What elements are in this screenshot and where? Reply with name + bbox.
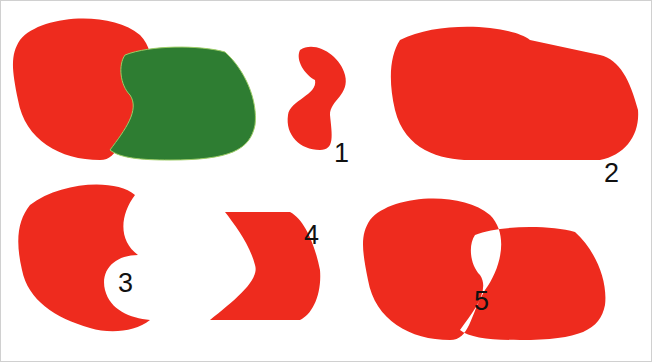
callout-number: 2: [604, 160, 619, 187]
xor-shape: [363, 199, 605, 340]
callout-number: 1: [334, 140, 349, 167]
callout-number: 3: [118, 270, 133, 297]
intersection-shape: [288, 47, 346, 150]
shape-b: [110, 47, 255, 160]
callout-number: 4: [304, 222, 319, 249]
callout-number: 5: [474, 288, 489, 315]
union-shape: [391, 27, 638, 160]
difference-b-shape: [210, 212, 320, 320]
difference-a-shape: [18, 185, 150, 332]
